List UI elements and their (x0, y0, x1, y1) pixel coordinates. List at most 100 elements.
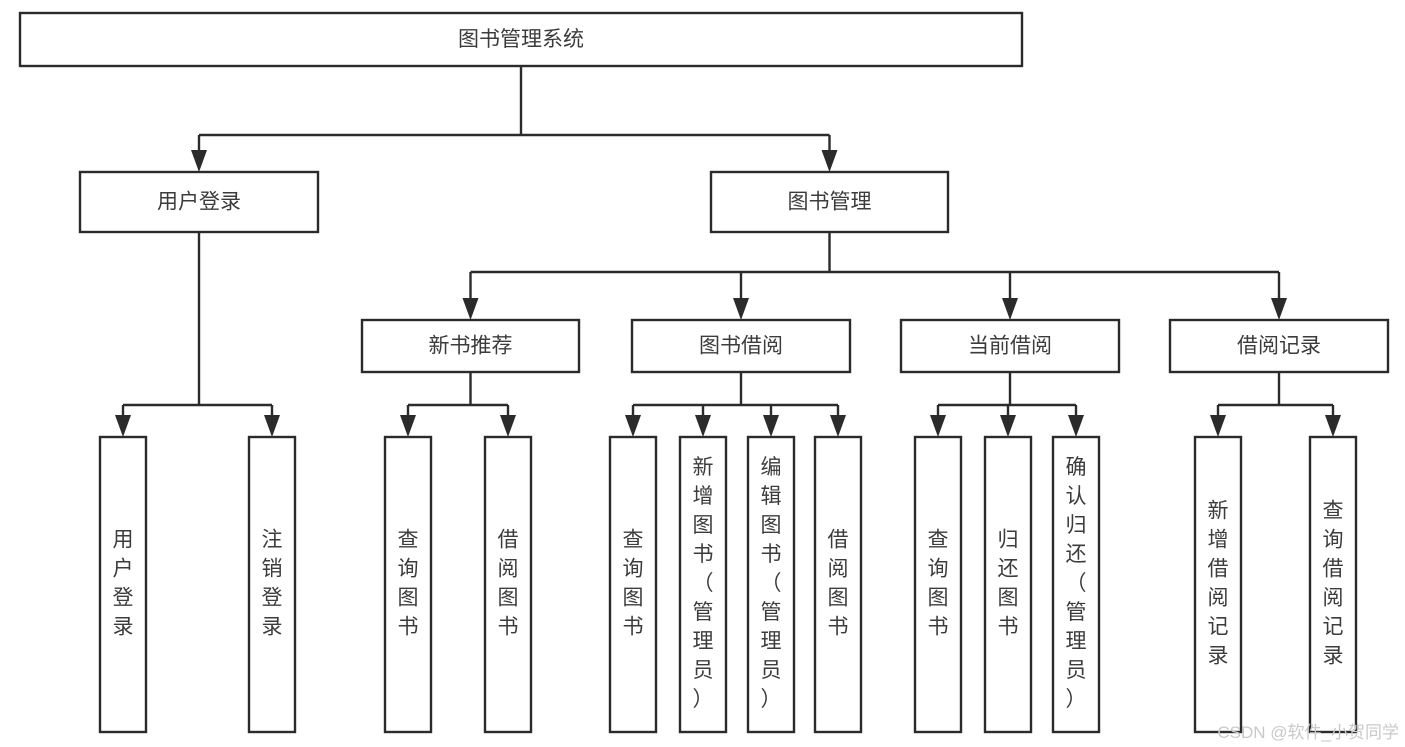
node-box-leaf-return-book (983, 435, 1033, 734)
node-label-char: 员 (693, 659, 714, 682)
node-box-leaf-query-book-borrow (608, 435, 658, 734)
node-label-book-borrow: 图书借阅 (699, 335, 783, 358)
node-box-leaf-edit-book-admin (746, 435, 796, 734)
node-borrow-record[interactable]: 借阅记录 (1168, 318, 1390, 374)
node-box-borrow-record (1168, 318, 1390, 374)
node-box-leaf-user-login (98, 435, 148, 734)
node-label-char: 增 (1208, 529, 1229, 552)
node-label-char: 书 (398, 616, 419, 639)
node-label-char: 户 (113, 558, 134, 581)
node-label-char: 编 (761, 456, 782, 479)
node-user-login[interactable]: 用户登录 (78, 170, 320, 234)
node-label-char: （ (761, 572, 782, 595)
node-label-char: 登 (113, 587, 134, 610)
node-label-char: 销 (262, 558, 283, 581)
node-label-char: 新 (1208, 500, 1229, 523)
node-label-char: ） (761, 688, 782, 711)
node-box-leaf-borrow-book-recommend (483, 435, 533, 734)
edge-group-borrow-record (1210, 372, 1341, 437)
node-leaf-user-login[interactable]: 用户登录 (98, 435, 148, 734)
node-current-borrow[interactable]: 当前借阅 (899, 318, 1121, 374)
node-label-char: 认 (1066, 485, 1087, 508)
node-label-char: 书 (998, 616, 1019, 639)
arrow-head-icon (500, 415, 516, 437)
node-label-char: 员 (761, 659, 782, 682)
node-label-char: 注 (262, 529, 283, 552)
arrow-head-icon (1210, 415, 1226, 437)
arrow-head-icon (733, 298, 749, 320)
node-book-borrow[interactable]: 图书借阅 (630, 318, 852, 374)
node-label-char: 确 (1066, 456, 1087, 479)
node-label-char: 书 (761, 543, 782, 566)
node-box-leaf-query-book-current (913, 435, 963, 734)
node-root[interactable]: 图书管理系统 (18, 11, 1024, 68)
arrow-head-icon (462, 298, 479, 320)
node-label-char: 图 (928, 587, 949, 610)
arrow-head-icon (930, 415, 946, 437)
arrow-head-icon (191, 150, 207, 172)
node-label-char: 理 (1066, 630, 1087, 653)
node-box-leaf-query-book-recommend (383, 435, 433, 734)
node-label-char: 还 (1066, 543, 1087, 566)
node-box-user-login (78, 170, 320, 234)
node-label-char: 归 (1066, 514, 1087, 537)
arrow-head-icon (1000, 415, 1016, 437)
node-label-char: 录 (1323, 645, 1344, 668)
node-book-manage[interactable]: 图书管理 (709, 170, 950, 234)
edge-group-user-login (115, 232, 280, 437)
node-box-leaf-borrow-book (813, 435, 863, 734)
node-label-char: ） (1066, 688, 1087, 711)
node-label-char: 还 (998, 558, 1019, 581)
node-box-book-manage (709, 170, 950, 234)
node-label-char: 图 (828, 587, 849, 610)
node-label-borrow-record: 借阅记录 (1237, 335, 1321, 358)
node-label-root: 图书管理系统 (458, 28, 584, 51)
node-label-char: 阅 (498, 558, 519, 581)
arrow-head-icon (1002, 298, 1018, 320)
node-label-char: 理 (693, 630, 714, 653)
node-label-char: 询 (1323, 529, 1344, 552)
node-label-char: 录 (113, 616, 134, 639)
arrow-head-icon (1068, 415, 1084, 437)
node-label-book-manage: 图书管理 (788, 191, 872, 214)
edge-group-new-book-recommend (400, 372, 516, 437)
arrow-head-icon (695, 415, 711, 437)
node-label-char: 询 (928, 558, 949, 581)
edge-group-current-borrow (930, 372, 1084, 437)
node-label-char: 阅 (1208, 587, 1229, 610)
node-label-char: 查 (1323, 500, 1344, 523)
node-label-char: 图 (398, 587, 419, 610)
node-label-char: 管 (761, 601, 782, 624)
node-label-char: 询 (398, 558, 419, 581)
node-label-new-book-recommend: 新书推荐 (429, 335, 513, 358)
node-label-char: 记 (1208, 616, 1229, 639)
node-label-char: 书 (828, 616, 849, 639)
edge-group-book-manage (462, 232, 1287, 320)
node-label-char: 增 (693, 485, 714, 508)
arrow-head-icon (115, 415, 131, 437)
node-label-char: 辑 (761, 485, 782, 508)
node-label-char: 新 (693, 456, 714, 479)
node-label-char: 记 (1323, 616, 1344, 639)
node-new-book-recommend[interactable]: 新书推荐 (360, 318, 581, 374)
node-label-char: 理 (761, 630, 782, 653)
node-label-char: 登 (262, 587, 283, 610)
node-label-user-login: 用户登录 (157, 191, 241, 214)
arrow-head-icon (1325, 415, 1341, 437)
node-label-char: 录 (262, 616, 283, 639)
node-label-char: 借 (1323, 558, 1344, 581)
